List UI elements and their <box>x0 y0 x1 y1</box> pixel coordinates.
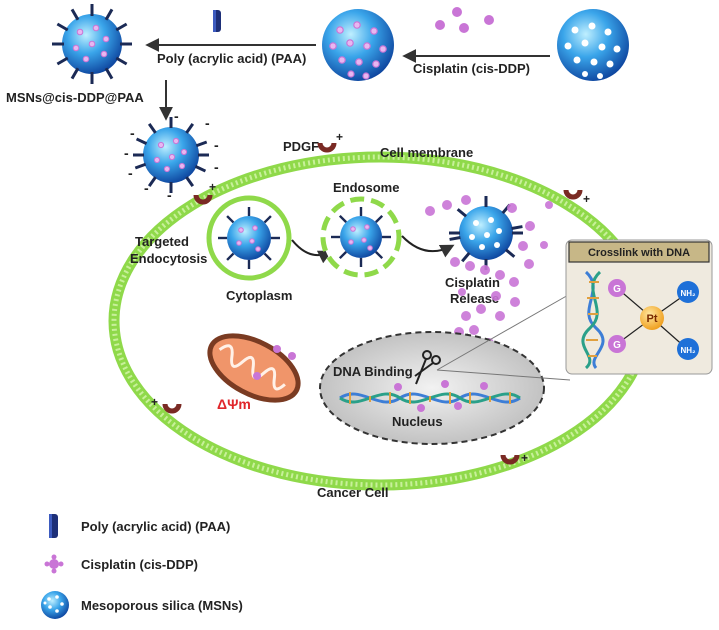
pdgf-receptor-icon: + <box>563 189 590 206</box>
guanine-icon <box>608 335 626 353</box>
callout-line-top <box>436 293 571 371</box>
targeted-label-line2: Endocytosis <box>130 251 207 266</box>
amine-group-icon <box>677 338 699 360</box>
pdgf-receptor-icon: + <box>317 130 343 153</box>
guanine-label-bottom: G <box>613 340 621 351</box>
cell-membrane-label: Cell membrane <box>380 145 473 160</box>
scissors-icon <box>414 350 441 385</box>
pt-label: Pt <box>647 313 658 325</box>
dna-binding-label: DNA Binding <box>333 364 413 379</box>
amine-group-icon <box>677 281 699 303</box>
crosslink-title: Crosslink with DNA <box>588 247 690 259</box>
nuclear-cisplatin <box>394 380 488 412</box>
amine-label-top: NH₂ <box>680 289 696 298</box>
amine-label-bottom: NH₂ <box>680 346 696 355</box>
legend-msn-icon <box>41 591 69 619</box>
svg-text:+: + <box>521 451 528 465</box>
pdgf-receptor-icon: + <box>500 451 528 465</box>
cancer-cell-label: Cancer Cell <box>317 485 389 500</box>
cisplatin-arrow-label: Cisplatin (cis-DDP) <box>413 61 530 76</box>
legend: Poly (acrylic acid) (PAA) Cisplatin (cis… <box>41 514 243 619</box>
endosome-nanoparticle <box>331 207 391 267</box>
cisplatin-release-line1: Cisplatin <box>445 275 500 290</box>
pdgf-receptor-icon: + <box>193 180 216 205</box>
nucleus <box>319 331 545 445</box>
svg-text:+: + <box>151 395 158 409</box>
callout-line-bottom <box>436 369 571 381</box>
svg-text:-: - <box>167 187 172 203</box>
svg-text:-: - <box>124 145 129 161</box>
pdgf-receptor-icon: + <box>151 395 182 414</box>
legend-paa-label: Poly (acrylic acid) (PAA) <box>81 519 230 534</box>
guanine-label-top: G <box>613 284 621 295</box>
platinum-atom-icon <box>640 306 664 330</box>
transport-arrow-1 <box>291 239 333 264</box>
svg-text:-: - <box>128 165 133 181</box>
svg-text:+: + <box>583 192 590 206</box>
cytoplasm-label: Cytoplasm <box>226 288 292 303</box>
svg-text:-: - <box>144 180 149 196</box>
endosome-label: Endosome <box>333 180 399 195</box>
paa-arrow-label: Poly (acrylic acid) (PAA) <box>157 51 306 66</box>
legend-cisplatin-label: Cisplatin (cis-DDP) <box>81 557 198 572</box>
mitochondria-cisplatin <box>253 345 296 380</box>
legend-paa-icon <box>49 514 58 538</box>
plain-msn-particle <box>557 9 629 81</box>
targeted-label-line1: Targeted <box>135 234 189 249</box>
svg-text:-: - <box>214 159 219 175</box>
svg-text:-: - <box>174 108 179 124</box>
guanine-icon <box>608 279 626 297</box>
approaching-nanoparticle <box>133 117 209 193</box>
cisplatin-molecules-icon <box>435 7 494 33</box>
mitochondrion <box>207 333 301 403</box>
cisplatin-loaded-msn <box>322 9 394 81</box>
transport-arrow-2 <box>401 235 455 258</box>
pdgf-label: PDGF <box>283 139 319 154</box>
svg-text:-: - <box>130 125 135 141</box>
crosslink-panel: Crosslink with DNA G G Pt NH₂ NH₂ <box>565 239 713 375</box>
svg-text:-: - <box>214 137 219 153</box>
svg-text:+: + <box>336 130 343 144</box>
nucleus-label: Nucleus <box>392 414 443 429</box>
legend-cisplatin-icon <box>44 554 64 574</box>
negative-charges: ---- ----- <box>124 108 219 203</box>
final-particle-label: MSNs@cis-DDP@PAA <box>6 90 144 105</box>
paa-chain-icon <box>213 10 221 32</box>
dna-helix <box>339 392 521 404</box>
svg-text:-: - <box>205 115 210 131</box>
legend-msn-label: Mesoporous silica (MSNs) <box>81 598 243 613</box>
svg-text:+: + <box>209 180 216 194</box>
mito-potential-label: ΔΨm <box>217 396 251 412</box>
vesicle-nanoparticle <box>218 207 280 269</box>
msn-cis-paa-particle <box>52 4 132 84</box>
